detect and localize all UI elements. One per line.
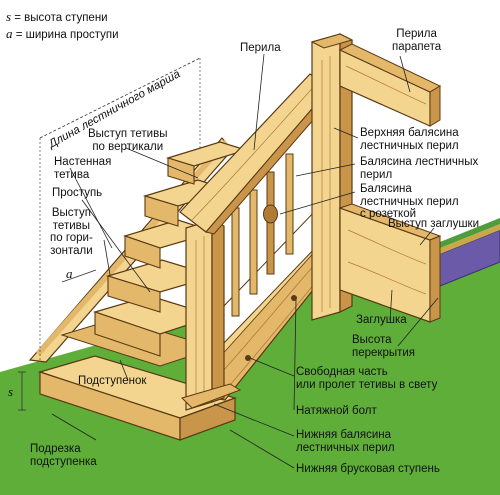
tension-bolt <box>291 295 297 301</box>
label-vystup-tetivy-gor-line3: по гори- <box>50 232 93 244</box>
tension-bolt <box>245 355 251 361</box>
label-perila-parapeta-line1: Перила <box>396 28 437 40</box>
label-balyasina-rozetka-line2: лестничных перил <box>360 195 459 208</box>
baluster <box>285 153 294 255</box>
label-nizhnyaya-balyasina-line1: Нижняя балясина <box>296 429 391 441</box>
label-perila-parapeta: Перила парапета <box>392 28 441 53</box>
s-marker: s <box>8 384 14 399</box>
legend-s: s = высота ступени <box>6 9 108 25</box>
label-balyasina-line2: перил <box>360 168 393 181</box>
label-nizhnyaya-balyasina: Нижняя балясина лестничных перил <box>296 429 395 454</box>
legend-a: a = ширина проступи <box>6 26 119 42</box>
label-vysota-perekrytiya: Высота перекрытия <box>352 334 415 359</box>
label-nizhnyaya-brusovaya: Нижняя брусковая ступень <box>296 463 440 475</box>
label-verkhnyaya-balyasina-line1: Верхняя балясина <box>360 127 459 139</box>
label-vysota-perekrytiya-line1: Высота <box>352 334 392 346</box>
label-balyasina-line1: Балясина лестничных <box>360 156 479 168</box>
ground <box>0 262 500 495</box>
legend-a-symbol: a <box>6 26 13 41</box>
label-perila: Перила <box>240 42 281 54</box>
label-svobodnaya-chast-line2: или пролет тетивы в свету <box>296 378 438 391</box>
label-prostup: Проступь <box>52 187 103 199</box>
label-vystup-tetivy-gor-line1: Выступ <box>51 207 91 219</box>
label-podrezka-podstupenka-line2: подступенка <box>30 455 97 468</box>
label-balyasina-rozetka: Балясина лестничных перил с розеткой <box>360 183 459 221</box>
bottom-newel-post <box>185 219 213 411</box>
label-svobodnaya-chast-line1: Свободная часть <box>296 366 388 378</box>
label-vystup-tetivy-gor-line2: тетивы <box>52 219 91 232</box>
baluster <box>231 207 240 317</box>
label-vystup-zaglushki: Выступ заглушки <box>388 218 480 230</box>
label-natyazhnoy-bolt: Натяжной болт <box>296 405 377 417</box>
label-vystup-tetivy-gor-line4: зонтали <box>50 244 93 257</box>
label-podrezka-podstupenka-line1: Подрезка <box>30 443 81 455</box>
label-verkhnyaya-balyasina-line2: лестничных перил <box>360 139 459 152</box>
label-svobodnaya-chast: Свободная часть или пролет тетивы в свет… <box>296 366 437 391</box>
label-vystup-tetivy-vert-line1: Выступ тетивы <box>88 128 168 140</box>
legend-s-text: = высота ступени <box>11 12 108 24</box>
label-vysota-perekrytiya-line2: перекрытия <box>352 346 416 359</box>
label-nastennaya-tetiva-line1: Настенная <box>54 156 112 168</box>
label-vystup-tetivy-vert-line2: по вертикали <box>92 140 164 153</box>
label-balyasina-rozetka-line1: Балясина <box>360 183 412 195</box>
legend-a-text: = ширина проступи <box>12 29 119 41</box>
label-balyasina-rozetka-line3: с розеткой <box>360 208 417 220</box>
label-nizhnyaya-balyasina-line2: лестничных перил <box>296 441 395 454</box>
label-nastennaya-tetiva-line2: тетива <box>54 168 90 181</box>
a-marker: a <box>66 266 73 281</box>
label-balyasina: Балясина лестничных перил <box>360 156 478 181</box>
label-nastennaya-tetiva: Настенная тетива <box>54 156 111 181</box>
top-newel-post <box>311 33 341 321</box>
label-vystup-tetivy-gor: Выступ тетивы по гори- зонтали <box>50 207 93 257</box>
legend-s-symbol: s <box>6 9 12 24</box>
baluster <box>249 189 258 295</box>
label-podrezka-podstupenka: Подрезка подступенка <box>30 443 97 468</box>
label-verkhnyaya-balyasina: Верхняя балясина лестничных перил <box>360 127 459 152</box>
label-zaglushka: Заглушка <box>356 314 407 326</box>
label-perila-parapeta-line2: парапета <box>392 40 442 53</box>
label-podstupenok: Подступенок <box>78 375 147 387</box>
label-vystup-tetivy-vert: Выступ тетивы по вертикали <box>88 128 167 153</box>
